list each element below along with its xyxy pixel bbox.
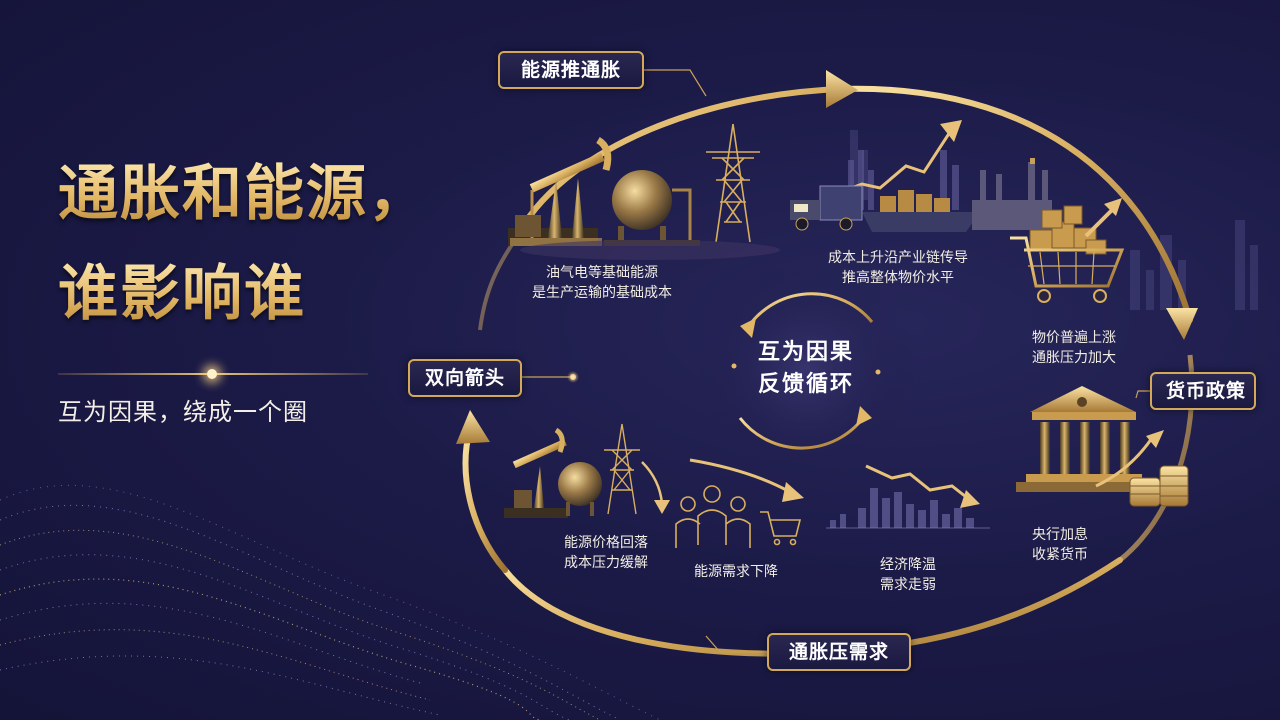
- arrow-head-left: [456, 410, 490, 444]
- demand-arrow-head: [782, 482, 804, 502]
- caption-fall-line1: 能源价格回落: [564, 535, 648, 551]
- caption-base-energy-line1: 油气电等基础能源: [546, 265, 658, 281]
- caption-base-energy: 油气电等基础能源 是生产运输的基础成本: [512, 263, 692, 303]
- factory-icon: [972, 158, 1052, 230]
- caption-economy-cooling: 经济降温 需求走弱: [858, 555, 958, 595]
- connector-energy: [644, 69, 707, 97]
- energy-fall-arrow: [641, 461, 664, 505]
- particle-wave-decoration: [0, 484, 661, 720]
- caption-central-line1: 央行加息: [1032, 527, 1088, 543]
- label-monetary-policy: 货币政策: [1150, 372, 1256, 410]
- ground-reflection: [520, 240, 780, 260]
- label-inflation-suppresses-demand: 通胀压需求: [767, 633, 911, 671]
- caption-fall-line2: 成本压力缓解: [564, 555, 648, 571]
- power-tower-icon: [706, 123, 760, 243]
- demand-arrow: [689, 458, 791, 494]
- page-title-line2: 谁影响谁: [58, 259, 306, 329]
- caption-price-rise: 物价普遍上涨 通胀压力加大: [1004, 328, 1144, 368]
- gas-tank-icon-small: [558, 462, 602, 516]
- divider-glow-dot: [207, 369, 217, 379]
- coins-icon: [1095, 430, 1189, 507]
- ring-glow-dot: [567, 371, 579, 383]
- page-subtitle: 互为因果，绕成一个圈: [58, 398, 308, 426]
- caption-price-line1: 物价普遍上涨: [1032, 330, 1116, 346]
- connector-demand: [705, 635, 767, 653]
- label-bidirectional: 双向箭头: [408, 359, 522, 397]
- caption-central-line2: 收紧货币: [1032, 547, 1088, 563]
- label-energy-push: 能源推通胀: [498, 51, 644, 89]
- caption-price-line2: 通胀压力加大: [1032, 350, 1116, 366]
- center-feedback-label: 互为因果 反馈循环: [738, 337, 874, 401]
- caption-cool-line1: 经济降温: [880, 557, 936, 573]
- oil-pump-icon-small: [504, 427, 568, 518]
- energy-fall-arrow-head: [654, 500, 670, 514]
- shopping-cart-icon: [1010, 198, 1125, 303]
- caption-cost-transmission: 成本上升沿产业链传导 推高整体物价水平: [808, 248, 988, 288]
- page-title-line1: 通胀和能源，: [58, 159, 430, 229]
- people-icon: [675, 485, 751, 548]
- arrow-head-right: [1166, 308, 1198, 340]
- declining-chart-icon: [826, 464, 990, 529]
- caption-cost-line1: 成本上升沿产业链传导: [828, 250, 968, 266]
- center-line2: 反馈循环: [757, 372, 854, 397]
- caption-energy-price-fall: 能源价格回落 成本压力缓解: [546, 533, 666, 573]
- caption-energy-demand-down: 能源需求下降: [694, 564, 778, 580]
- truck-icon: [790, 185, 863, 231]
- oil-pump-icon: [508, 136, 612, 246]
- bank-icon: [1016, 386, 1152, 492]
- arrow-head-top: [826, 70, 858, 108]
- caption-cool-line2: 需求走弱: [880, 577, 936, 593]
- small-cart-icon: [760, 511, 802, 546]
- power-tower-icon-small: [604, 423, 640, 515]
- ship-icon: [862, 190, 980, 232]
- feedback-loop-icon: [731, 292, 881, 450]
- gas-tank-icon: [604, 170, 700, 246]
- caption-base-energy-line2: 是生产运输的基础成本: [532, 285, 672, 301]
- center-line1: 互为因果: [757, 340, 854, 365]
- caption-cost-line2: 推高整体物价水平: [842, 270, 954, 286]
- connector-monetary: [1135, 390, 1150, 399]
- center-glow: [696, 261, 916, 481]
- caption-central-bank: 央行加息 收紧货币: [1010, 525, 1110, 565]
